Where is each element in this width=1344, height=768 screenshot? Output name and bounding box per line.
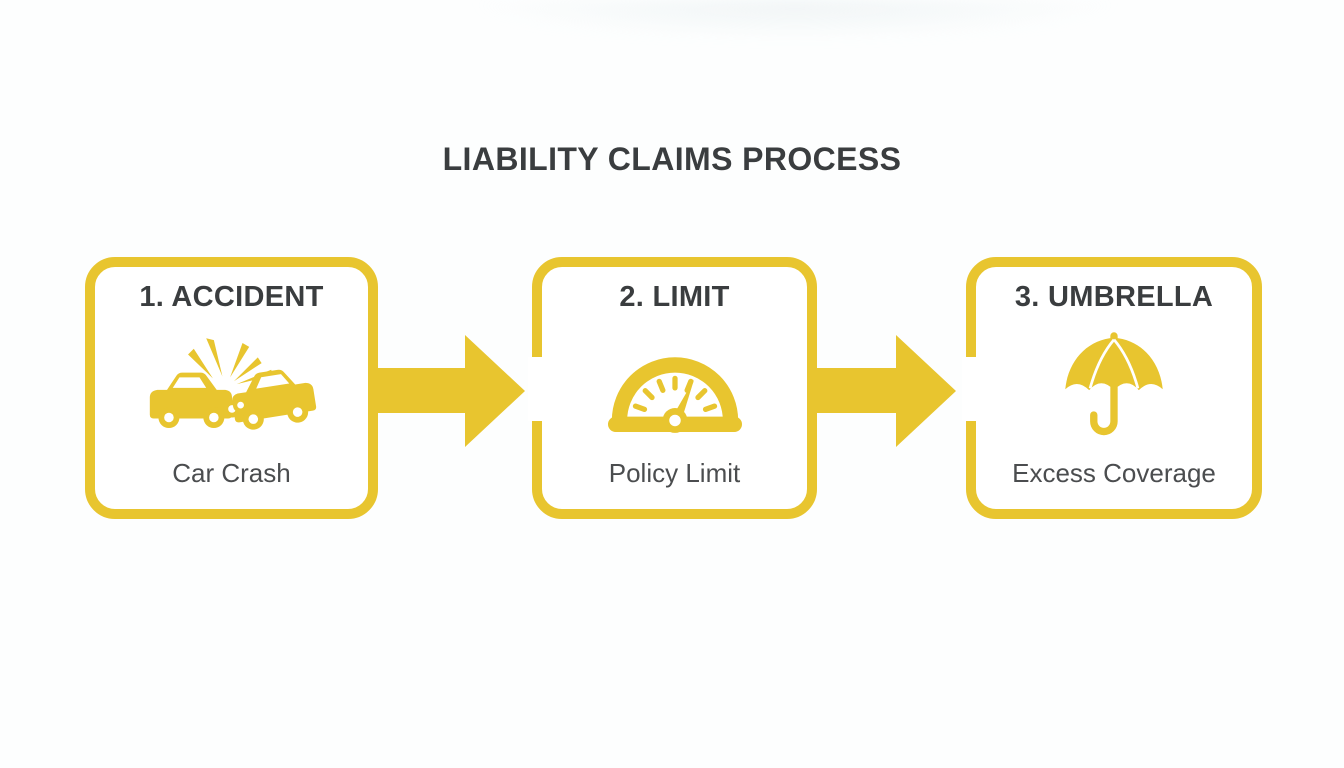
step-card-accident: 1. ACCIDENT [85,257,378,519]
umbrella-icon [1065,331,1163,435]
border-notch [962,357,980,421]
step-label: Policy Limit [608,458,741,488]
arrow-right-icon [368,335,525,447]
car-crash-icon [149,338,316,430]
background-smudge [470,0,1120,40]
diagram-title: LIABILITY CLAIMS PROCESS [442,141,902,177]
step-icon-area [976,314,1252,458]
step-card-umbrella: 3. UMBRELLA Excess Coverage [966,257,1262,519]
border-notch [528,357,546,421]
step-icon-area [95,314,368,458]
step-icon-area [542,314,807,458]
step-label: Car Crash [172,458,291,488]
step-heading: 1. ACCIDENT [139,281,324,313]
step-card-limit: 2. LIMIT Policy Limit [532,257,817,519]
arrow-right-icon [812,335,956,447]
gauge-icon [607,357,742,433]
step-label: Excess Coverage [1012,458,1216,488]
step-heading: 2. LIMIT [619,281,730,313]
step-heading: 3. UMBRELLA [1014,281,1214,313]
